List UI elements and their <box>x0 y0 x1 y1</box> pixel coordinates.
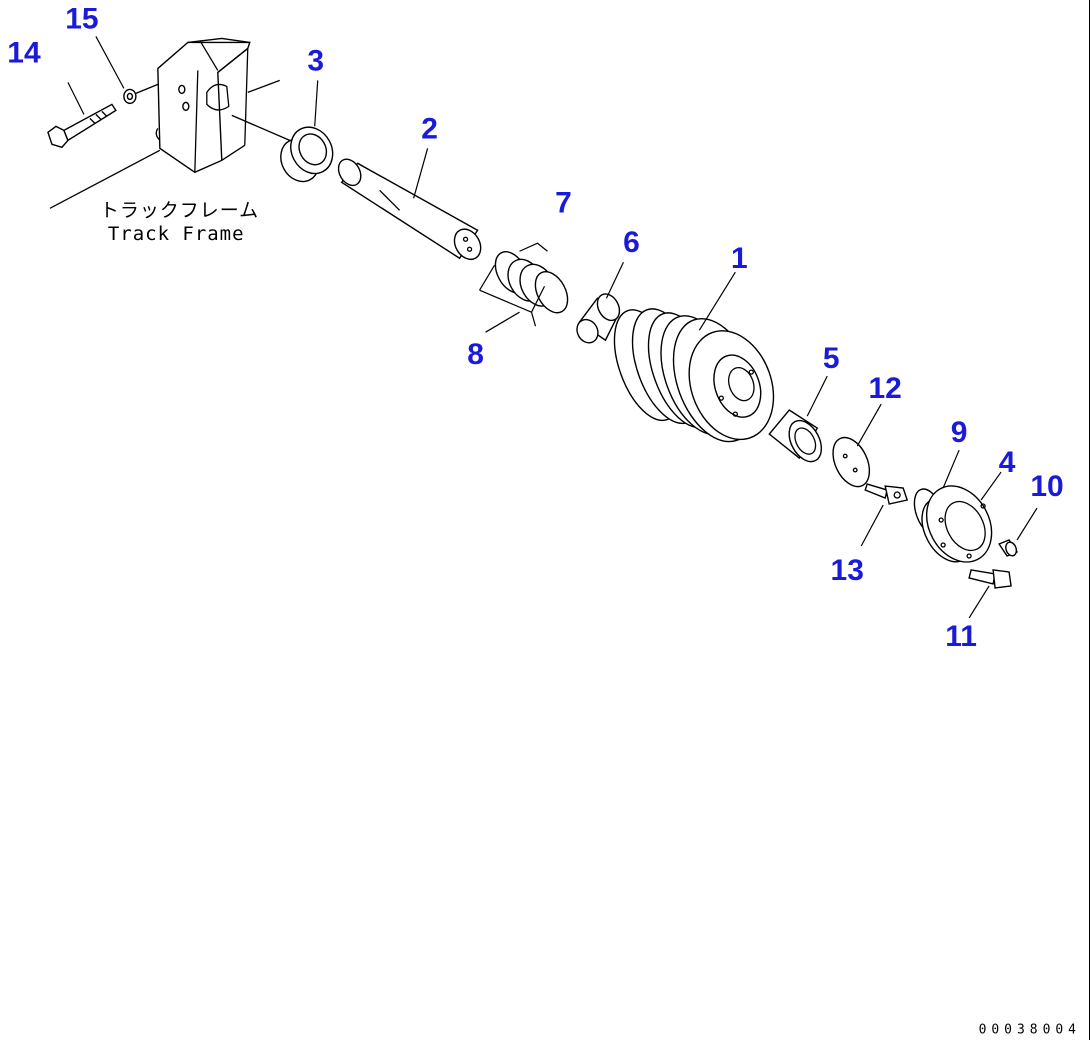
bolt-14 <box>47 103 117 149</box>
leader-lines <box>67 36 1038 619</box>
callout-9: 9 <box>951 416 968 449</box>
callout-11: 11 <box>945 620 977 653</box>
bushing-6 <box>576 293 621 344</box>
callout-2: 2 <box>421 112 438 145</box>
bolt-10 <box>998 539 1019 557</box>
callout-13: 13 <box>831 554 864 587</box>
callout-labels: 1 2 3 4 5 6 7 8 9 10 11 12 13 14 15 <box>7 2 1063 652</box>
plug-13 <box>864 483 909 505</box>
frame-label-english: Track Frame <box>108 223 245 245</box>
frame-label-japanese: トラックフレーム <box>100 199 259 221</box>
cover-4 <box>921 485 993 563</box>
callout-6: 6 <box>623 226 640 259</box>
callout-14: 14 <box>7 36 41 69</box>
callout-10: 10 <box>1030 470 1063 503</box>
track-roller-1 <box>613 308 775 443</box>
callout-4: 4 <box>999 446 1016 479</box>
callout-12: 12 <box>869 372 902 405</box>
floating-seal-7-8 <box>479 242 569 327</box>
washer-15 <box>123 83 159 105</box>
callout-5: 5 <box>823 342 840 375</box>
callout-1: 1 <box>731 242 748 275</box>
shaft-2 <box>337 158 482 261</box>
bushing-5 <box>768 409 823 463</box>
bolt-11 <box>968 569 1012 589</box>
thrust-plate-12 <box>832 436 871 488</box>
seal-3 <box>231 114 334 183</box>
track-frame-block <box>49 37 280 209</box>
document-id: 00038004 <box>979 1023 1081 1038</box>
callout-3: 3 <box>307 44 324 77</box>
callout-15: 15 <box>65 2 98 35</box>
callout-7: 7 <box>555 186 572 219</box>
callout-8: 8 <box>467 338 484 371</box>
